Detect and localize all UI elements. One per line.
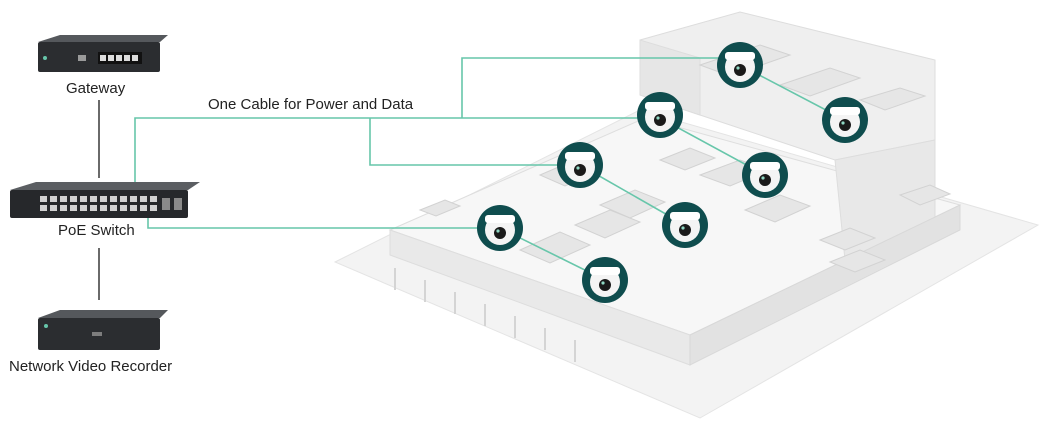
dome-camera-icon (477, 205, 523, 251)
nvr-label: Network Video Recorder (9, 358, 173, 375)
dome-camera-icon (557, 142, 603, 188)
dome-camera-icon (822, 97, 868, 143)
dome-camera-icon (582, 257, 628, 303)
nvr-icon (38, 310, 168, 350)
gateway-label: Gateway (66, 80, 126, 97)
poe-switch-icon (10, 182, 200, 218)
dome-camera-icon (637, 92, 683, 138)
dome-camera-icon (662, 202, 708, 248)
dome-camera-icon (717, 42, 763, 88)
dome-camera-icon (742, 152, 788, 198)
gateway-icon (38, 35, 168, 72)
poe-switch-label: PoE Switch (58, 222, 135, 239)
cameras (477, 42, 868, 303)
cable-label: One Cable for Power and Data (208, 96, 414, 113)
